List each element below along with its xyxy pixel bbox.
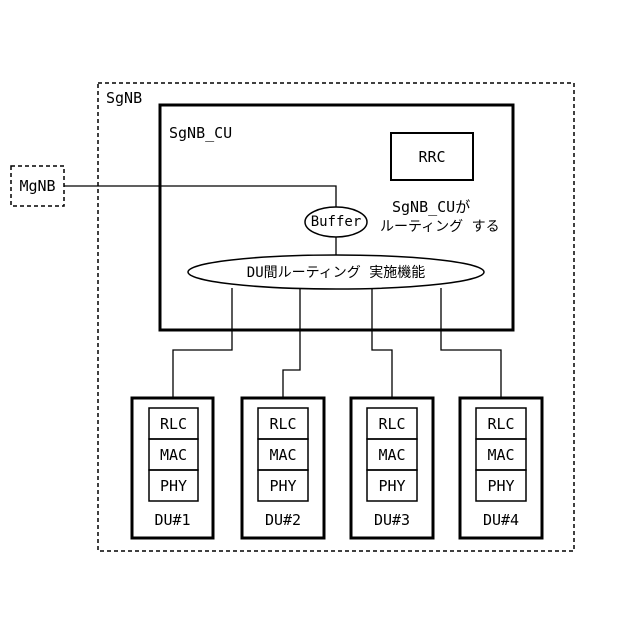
- du2-layer-rlc: RLC: [258, 408, 308, 439]
- du1-label: DU#1: [132, 508, 213, 532]
- rrc-label: RRC: [391, 133, 473, 180]
- du4-layer-rlc: RLC: [476, 408, 526, 439]
- routing-function-label: DU間ルーティング 実施機能: [188, 255, 484, 289]
- du1-layer-mac: MAC: [149, 439, 198, 470]
- du3-layer-rlc: RLC: [367, 408, 417, 439]
- du2-layer-phy: PHY: [258, 470, 308, 501]
- du3-layer-mac: MAC: [367, 439, 417, 470]
- du2-label: DU#2: [242, 508, 324, 532]
- du4-layer-mac: MAC: [476, 439, 526, 470]
- routing-note-line2: ルーティング する: [380, 220, 500, 234]
- du3-link: [372, 289, 392, 398]
- du2-link: [283, 289, 300, 398]
- buffer-label: Buffer: [305, 207, 367, 237]
- routing-note-line1: SgNB_CUが: [392, 200, 470, 215]
- du1-layer-rlc: RLC: [149, 408, 198, 439]
- mgnb-buffer-link: [64, 186, 336, 207]
- mgnb-label: MgNB: [11, 166, 64, 206]
- du1-layer-phy: PHY: [149, 470, 198, 501]
- du3-layer-phy: PHY: [367, 470, 417, 501]
- du1-link: [173, 288, 232, 398]
- sgnb-label: SgNB: [106, 91, 142, 106]
- du2-layer-mac: MAC: [258, 439, 308, 470]
- sgnb-cu-label: SgNB_CU: [169, 126, 232, 141]
- du3-label: DU#3: [351, 508, 433, 532]
- du4-link: [441, 288, 501, 398]
- du4-label: DU#4: [460, 508, 542, 532]
- du4-layer-phy: PHY: [476, 470, 526, 501]
